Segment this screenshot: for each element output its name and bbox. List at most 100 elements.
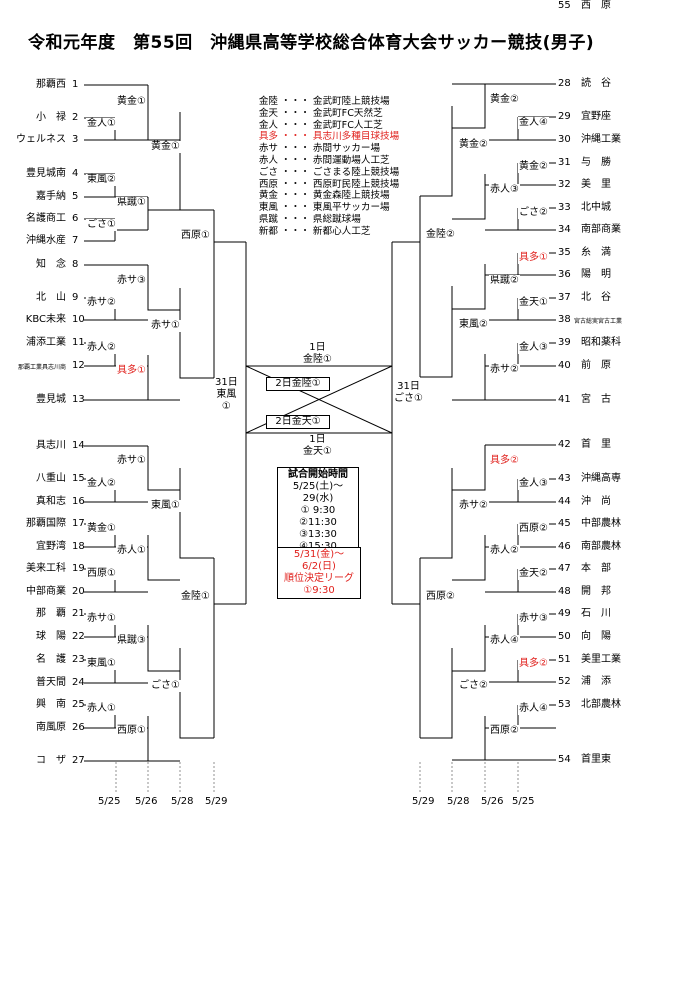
venue-label: 赤人③ (489, 184, 520, 196)
round-date: 5/25 (512, 796, 535, 807)
team-number: 1 (72, 79, 79, 90)
venue-label: ごさ② (518, 207, 549, 219)
team-name: コ ザ (36, 755, 66, 766)
team-number: 18 (72, 541, 85, 552)
venue-label: 具多② (518, 658, 549, 670)
team-number: 50 (558, 631, 571, 642)
legend-abbr: 金人 (258, 119, 278, 131)
team-number: 5 (72, 191, 79, 202)
team-name: 普天間 (36, 677, 66, 688)
league-time: ①9:30 (303, 585, 335, 596)
legend-abbr: ごさ (258, 166, 278, 178)
venue-label: 黄金① (116, 96, 147, 108)
legend-venue: 金武町FC天然芝 (312, 107, 383, 119)
team-name: 北中城 (581, 202, 611, 213)
bracket-line (452, 174, 486, 220)
legend-separator: ・・・ (278, 131, 313, 143)
team-name: ウェルネス (16, 134, 66, 145)
team-name: 浦添工業 (26, 337, 66, 348)
team-name: 小 禄 (36, 112, 66, 123)
final-box-b: 2日金天① (266, 415, 330, 429)
bracket-line (392, 558, 421, 738)
bracket-line (147, 355, 180, 401)
start-time-2: ②11:30 (299, 517, 337, 528)
team-name: 糸 満 (581, 247, 611, 258)
start-time-4: ④15:30 (278, 541, 358, 553)
venue-label: 東風① (86, 658, 117, 670)
bracket-line (452, 84, 486, 129)
team-number: 25 (72, 699, 85, 710)
team-number: 35 (558, 247, 571, 258)
team-number: 42 (558, 439, 571, 450)
team-name: 北部農林 (581, 699, 621, 710)
venue-label: ごさ② (458, 680, 489, 692)
venue-label: 赤人② (86, 342, 117, 354)
team-name: 石 川 (581, 608, 611, 619)
team-number: 41 (558, 394, 571, 405)
legend-separator: ・・・ (278, 190, 313, 202)
team-number: 38 (558, 314, 571, 325)
team-name: 名護商工 (26, 213, 66, 224)
team-number: 33 (558, 202, 571, 213)
team-number: 6 (72, 213, 79, 224)
venue-label: 赤サ② (489, 364, 520, 376)
venue-label: 金陸① (180, 591, 211, 603)
venue-label: 西原① (180, 230, 211, 242)
team-number: 4 (72, 168, 79, 179)
venue-label: 黄金② (518, 161, 549, 173)
legend-separator: ・・・ (278, 154, 313, 166)
legend-venue: 県総蹴球場 (312, 213, 361, 225)
round-date: 5/28 (171, 796, 194, 807)
team-number: 55 (558, 0, 571, 11)
venue-label: 金人③ (518, 342, 549, 354)
team-number: 37 (558, 292, 571, 303)
venue-label: 黄金① (86, 523, 117, 535)
start-time-box: 試合開始時間 5/25(土)～29(水) ① 9:30 ②11:30 ③13:3… (277, 467, 359, 555)
team-name: 浦 添 (581, 676, 611, 687)
legend-separator: ・・・ (278, 143, 313, 155)
bracket-line (147, 535, 180, 581)
legend-separator: ・・・ (278, 178, 313, 190)
bracket-line (420, 106, 453, 197)
final-box-a: 2日金陸① (266, 377, 330, 391)
bracket-line (452, 625, 486, 672)
round-date: 5/25 (98, 796, 121, 807)
team-name: 宮 古 (581, 394, 611, 405)
bracket-line (452, 535, 486, 581)
team-number: 17 (72, 518, 85, 529)
semifinal-right-label: 31日ごさ① (394, 381, 423, 404)
team-number: 43 (558, 473, 571, 484)
team-name: 美来工科 (26, 563, 66, 574)
team-name: 本 部 (581, 563, 611, 574)
team-name: 向 陽 (581, 631, 611, 642)
legend-venue: 金武町陸上競技場 (312, 96, 390, 107)
team-number: 16 (72, 496, 85, 507)
team-name: 陽 明 (581, 269, 611, 280)
team-number: 21 (72, 608, 85, 619)
venue-label: 赤人④ (489, 635, 520, 647)
venue-label: 西原② (518, 523, 549, 535)
legend-venue: 東風平サッカー場 (312, 202, 390, 214)
venue-label: 赤サ③ (116, 275, 147, 287)
team-name: 美 里 (581, 179, 611, 190)
team-number: 20 (72, 586, 85, 597)
team-number: 36 (558, 269, 571, 280)
team-number: 48 (558, 586, 571, 597)
team-name: 那覇工業具志川商 (17, 364, 66, 371)
legend-venue: ごさまる陸上競技場 (312, 166, 400, 178)
legend-separator: ・・・ (278, 96, 313, 107)
legend-row: 東風 ・・・ 東風平サッカー場 (254, 202, 399, 214)
venue-label: 金天① (518, 297, 549, 309)
legend-row: 西原 ・・・ 西原町民陸上競技場 (254, 179, 399, 191)
team-name: 豊見城南 (26, 168, 66, 179)
team-name: 豊見城 (36, 394, 66, 405)
final-top-label: 1日金陸① (303, 342, 332, 365)
venue-label: ごさ① (150, 680, 181, 692)
bracket-line (213, 210, 246, 378)
venue-label: 東風② (458, 319, 489, 331)
team-name: 中部商業 (26, 586, 66, 597)
legend-venue: 新都心人工芝 (312, 225, 371, 237)
team-name: 興 南 (36, 699, 66, 710)
round-date: 5/29 (205, 796, 228, 807)
venue-label: 赤サ③ (518, 613, 549, 625)
